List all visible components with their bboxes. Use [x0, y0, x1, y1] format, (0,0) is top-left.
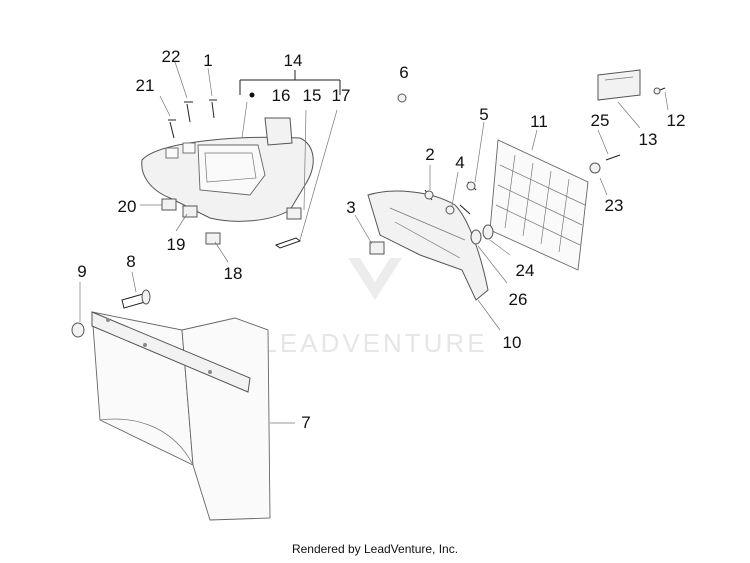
- callout-8: 8: [126, 252, 135, 271]
- callout-18: 18: [224, 264, 243, 283]
- callout-17: 17: [332, 86, 351, 105]
- callout-23: 23: [605, 196, 624, 215]
- callout-13: 13: [639, 130, 658, 149]
- callout-14: 14: [284, 51, 303, 70]
- washers-24-26: [470, 224, 511, 284]
- callout-25: 25: [591, 111, 610, 130]
- callout-22: 22: [162, 47, 181, 66]
- callout-7: 7: [301, 413, 310, 432]
- callout-24: 24: [516, 261, 535, 280]
- screws-2-4-5-6: [397, 93, 485, 215]
- reflector-13: [597, 69, 641, 129]
- fasteners-23-25-12: [589, 87, 669, 196]
- clip-3: [354, 214, 385, 255]
- callout-1: 1: [203, 51, 212, 70]
- callout-3: 3: [346, 198, 355, 217]
- bolt-8-washer-9: [71, 271, 151, 338]
- watermark-logo: LEADVENTURE: [262, 258, 487, 358]
- callout-9: 9: [77, 262, 86, 281]
- callout-16: 16: [272, 86, 291, 105]
- callout-5: 5: [479, 105, 488, 124]
- rivet-17: [274, 109, 338, 249]
- watermark-text: LEADVENTURE: [262, 328, 487, 358]
- callout-2: 2: [425, 145, 434, 164]
- clip-nuts-18-19-20: [140, 198, 302, 263]
- callout-4: 4: [455, 153, 464, 172]
- mud-flap: [91, 311, 295, 521]
- callout-10: 10: [503, 333, 522, 352]
- license-plate-11: [489, 129, 589, 271]
- callout-11: 11: [530, 112, 548, 131]
- callout-21: 21: [136, 76, 155, 95]
- callout-20: 20: [118, 197, 137, 216]
- callout-15: 15: [303, 86, 322, 105]
- screws-21-22-1: [159, 61, 217, 139]
- callout-12: 12: [667, 111, 686, 130]
- license-housing-10: [367, 190, 501, 331]
- callout-19: 19: [167, 235, 186, 254]
- callout-6: 6: [399, 63, 408, 82]
- bracket-14: [239, 70, 341, 211]
- footer-credit: Rendered by LeadVenture, Inc.: [291, 542, 459, 556]
- callout-26: 26: [509, 290, 528, 309]
- callout-labels: 1 2 3 4 5 6 7 8 9 10 11 12 13 14 15 16 1…: [77, 47, 685, 432]
- tray-cover: [141, 117, 314, 222]
